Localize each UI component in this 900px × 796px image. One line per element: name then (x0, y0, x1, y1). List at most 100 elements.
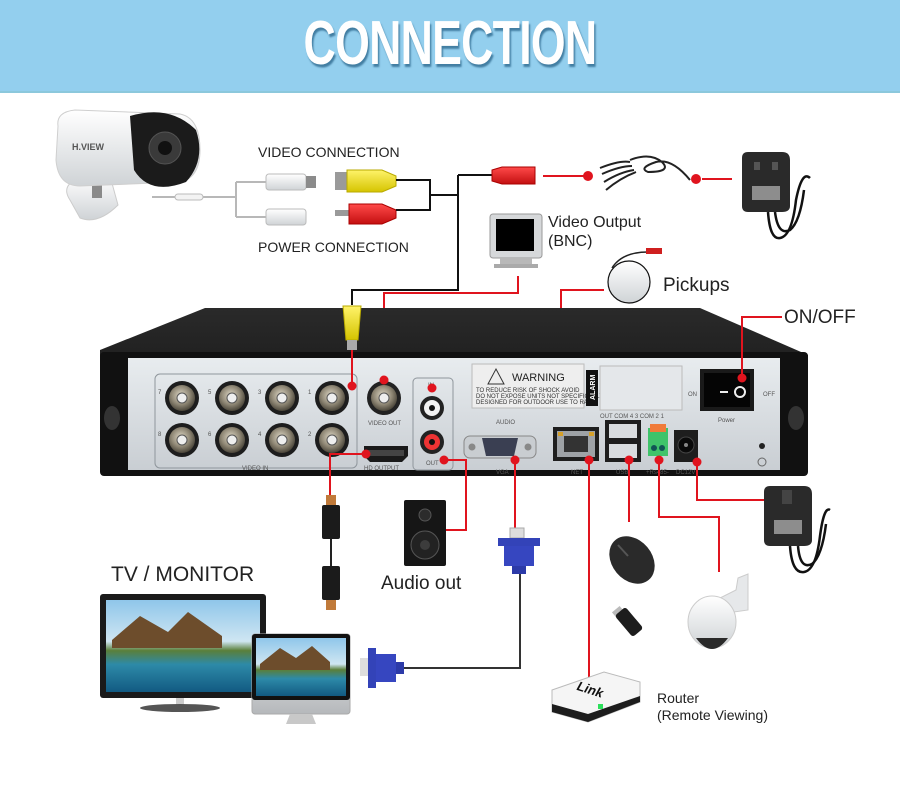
dc12v-power-jack[interactable] (674, 430, 698, 462)
on-off-line (741, 316, 782, 378)
warning-title: WARNING (512, 372, 565, 384)
reset-hole (759, 443, 765, 449)
usb-ports[interactable] (605, 420, 641, 462)
connection-dot (379, 375, 389, 385)
hdmi-port[interactable] (364, 446, 408, 462)
output-lines (329, 453, 764, 680)
ground-icon (757, 457, 767, 467)
vga-cable (404, 574, 521, 669)
video-in-channel-number: 4 (258, 432, 262, 438)
power-adapter-icon (742, 152, 811, 240)
video-out-port[interactable] (367, 381, 401, 415)
connection-dot (584, 455, 594, 465)
connection-dot (439, 455, 449, 465)
audio-label: AUDIO (496, 420, 515, 426)
vga-plug-icon (498, 527, 540, 574)
tv-monitor-label: TV / MONITOR (111, 563, 255, 586)
audio-out-port[interactable] (420, 430, 444, 454)
bnc-plug-into-video-in (342, 305, 362, 350)
warning-label: WARNING TO REDUCE RISK OF SHOCK AVOID DO… (471, 363, 603, 409)
router-icon: Link (551, 671, 641, 723)
connection-dot (347, 381, 357, 391)
video-in-port[interactable] (265, 381, 299, 415)
power-dc-plug-red (335, 203, 397, 225)
connection-dot (510, 455, 520, 465)
power-connector-red (491, 166, 536, 185)
warning-text-line: TO REDUCE RISK OF SHOCK AVOID (476, 388, 580, 394)
rs485-label: +Rs485- (646, 470, 669, 476)
video-output-label: Video Output (548, 214, 642, 231)
panel-labels: VIDEO IN VIDEO OUT HD OUTPUT IN OUT AUDI… (242, 383, 775, 476)
video-out-label: VIDEO OUT (368, 421, 401, 427)
vga-port[interactable] (463, 435, 537, 459)
usb-label: USB (616, 470, 628, 476)
video-in-port[interactable] (215, 381, 249, 415)
dc12v-label: DC12V (676, 470, 695, 476)
hdmi-cable-icon (322, 495, 340, 610)
video-output-bnc-label: (BNC) (548, 233, 593, 250)
video-in-port[interactable] (315, 423, 349, 457)
audio-out-label: Audio out (381, 573, 462, 594)
pickup-microphone-icon (607, 248, 662, 304)
video-in-channel-number: 7 (158, 390, 162, 396)
alarm-label: ALARM (590, 375, 597, 400)
video-in-label: VIDEO IN (242, 466, 268, 472)
speaker-icon (404, 500, 446, 566)
ptz-dome-camera-icon (687, 573, 749, 649)
pickups-label: Pickups (663, 275, 730, 296)
router-label: Router (657, 690, 700, 706)
power-label: Power (718, 418, 735, 424)
video-in-port[interactable] (165, 423, 199, 457)
crt-monitor-icon (489, 213, 543, 268)
power-adapter-icon (764, 486, 831, 574)
audio-in-port[interactable] (420, 396, 444, 420)
usb-stick-icon (611, 605, 643, 636)
video-in-ports: 7 5 3 1 8 6 4 2 (158, 381, 349, 457)
camera-pigtail-cable (152, 173, 316, 226)
connection-dot (692, 457, 702, 467)
video-in-port[interactable] (165, 381, 199, 415)
warning-text-line: DESIGNED FOR OUTDOOR USE TO RAIN (476, 400, 594, 406)
connection-dot (583, 171, 593, 181)
alarm-pins-label: OUT COM 4 3 COM 2 1 (600, 414, 665, 420)
video-connection-label: VIDEO CONNECTION (258, 144, 400, 160)
camera-extension-cable (351, 174, 492, 305)
net-ethernet-port[interactable] (553, 427, 599, 461)
video-in-channel-number: 2 (308, 432, 312, 438)
video-in-channel-number: 1 (308, 390, 312, 396)
mouse-icon (609, 536, 655, 584)
connection-dot (624, 455, 634, 465)
connection-dot (691, 174, 701, 184)
video-in-channel-number: 8 (158, 432, 162, 438)
switch-on-label: ON (688, 392, 697, 398)
video-in-port[interactable] (315, 381, 349, 415)
rs485-terminal[interactable] (648, 424, 668, 456)
connection-dot (654, 455, 664, 465)
connection-dot (737, 373, 747, 383)
video-in-channel-number: 3 (258, 390, 262, 396)
vga-label: VGA (496, 470, 509, 476)
power-splitter-cable (599, 155, 691, 191)
hd-output-label: HD OUTPUT (364, 466, 399, 472)
power-switch[interactable] (700, 369, 754, 411)
alarm-terminal: ALARM OUT COM 4 3 COM 2 1 (586, 365, 683, 420)
warning-text-line: DO NOT EXPOSE UNITS NOT SPECIFICALLY (476, 394, 603, 400)
video-bnc-plug-yellow (335, 169, 397, 193)
net-label: NET (571, 470, 583, 476)
power-connection-label: POWER CONNECTION (258, 239, 409, 255)
page-title: CONNECTION (303, 9, 598, 78)
on-off-label: ON/OFF (784, 307, 856, 328)
video-in-channel-number: 5 (208, 390, 212, 396)
bullet-camera: H.VIEW (55, 109, 201, 221)
vga-plug-icon (360, 648, 404, 688)
video-in-port[interactable] (215, 423, 249, 457)
camera-brand: H.VIEW (72, 142, 105, 152)
tv-icon (100, 594, 266, 712)
header-banner: CONNECTION (0, 0, 900, 93)
connection-dot (361, 449, 371, 459)
connection-dot (427, 383, 437, 393)
video-in-port[interactable] (265, 423, 299, 457)
audio-out-label: OUT (426, 461, 439, 467)
video-in-channel-number: 6 (208, 432, 212, 438)
